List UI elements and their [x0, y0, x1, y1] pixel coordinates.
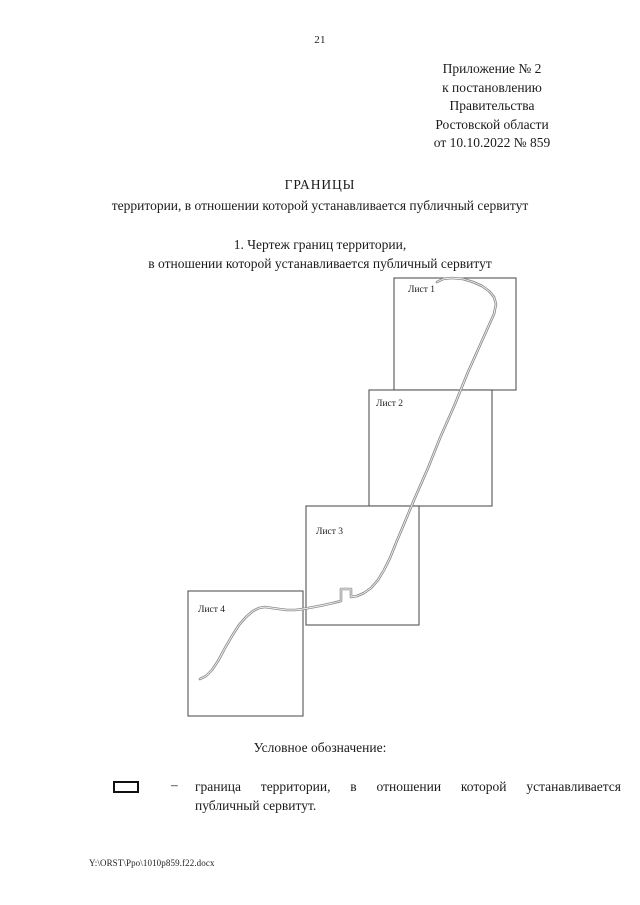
sheet-rectangle-2	[368, 389, 493, 507]
footer-file-path: Y:\ORST\Ppo\1010p859.f22.docx	[89, 858, 215, 868]
boundary-drawing: Лист 1 Лист 2 Лист 3 Лист 4	[0, 270, 640, 730]
appendix-reference-block: Приложение № 2 к постановлению Правитель…	[378, 60, 606, 153]
legend-description-line-2: публичный сервитут.	[195, 798, 317, 813]
document-subtitle: территории, в отношении которой устанавл…	[111, 198, 529, 213]
sheet-label-1: Лист 1	[408, 285, 435, 295]
boundary-symbol-icon	[113, 781, 139, 793]
legend-description: граница территории, в отношении которой …	[195, 777, 621, 815]
sheet-label-4: Лист 4	[198, 605, 225, 615]
section-heading-line-2: в отношении которой устанавливается публ…	[148, 256, 492, 271]
appendix-line-2: к постановлению	[442, 79, 542, 95]
drawing-canvas: Лист 1 Лист 2 Лист 3 Лист 4	[187, 276, 517, 717]
sheet-rectangle-1	[393, 277, 517, 391]
page-number: 21	[314, 34, 326, 46]
section-heading: 1. Чертеж границ территории, в отношении…	[0, 235, 640, 273]
section-heading-line-1: 1. Чертеж границ территории,	[233, 237, 407, 252]
document-title: ГРАНИЦЫ	[284, 177, 356, 192]
sheet-label-2: Лист 2	[376, 399, 403, 409]
appendix-line-5: от 10.10.2022 № 859	[433, 135, 551, 151]
legend-description-line-1: граница территории, в отношении которой …	[195, 779, 621, 794]
territory-boundary-highlight	[199, 277, 497, 680]
appendix-line-1: Приложение № 2	[442, 61, 542, 76]
appendix-line-4: Ростовской области	[435, 116, 549, 132]
appendix-line-3: Правительства	[449, 98, 535, 114]
sheet-labels: Лист 1 Лист 2 Лист 3 Лист 4	[198, 285, 435, 615]
sheet-label-3: Лист 3	[316, 527, 343, 537]
sheet-rectangle-3	[305, 505, 420, 626]
sheet-rectangles	[187, 277, 517, 717]
sheet-rectangle-4	[187, 590, 304, 717]
legend-heading: Условное обозначение:	[253, 740, 387, 755]
legend-dash: –	[171, 777, 178, 792]
